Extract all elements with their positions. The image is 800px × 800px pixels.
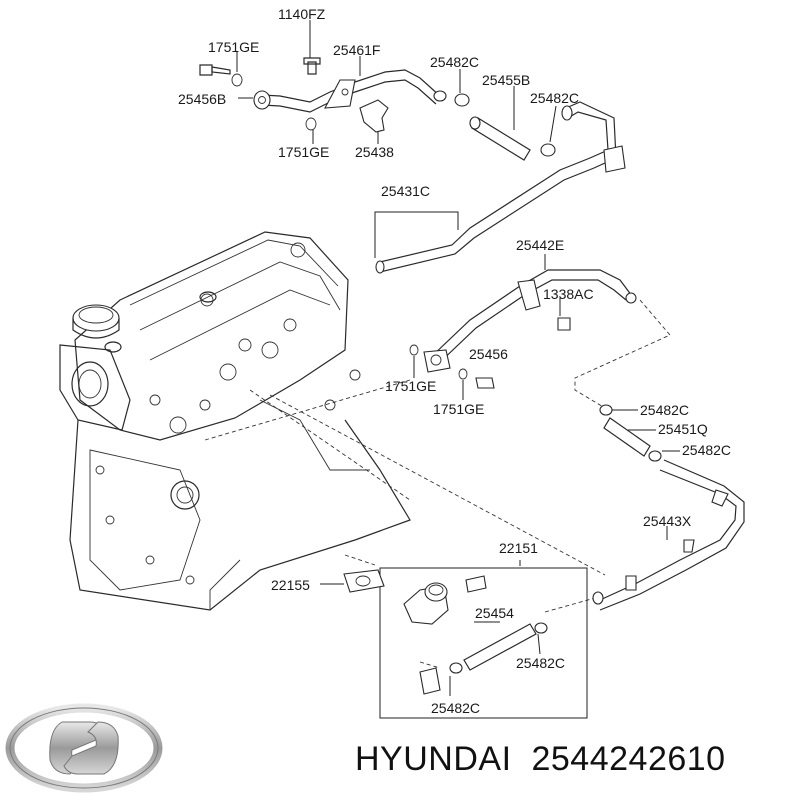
leader-lines [236, 20, 680, 696]
callout-25482c: 25482C [430, 54, 479, 70]
pipe-25431c-drawing [375, 101, 626, 274]
callout-25442e: 25442E [516, 237, 564, 253]
callout-1751ge: 1751GE [278, 144, 329, 160]
callout-1338ac: 1338AC [543, 286, 594, 302]
callout-25443x: 25443X [643, 513, 692, 529]
callout-25482c: 25482C [516, 655, 565, 671]
callout-25454: 25454 [475, 605, 514, 621]
pipe-25461f-drawing [199, 57, 470, 133]
callout-1751ge: 1751GE [385, 378, 436, 394]
callout-25456b: 25456B [178, 91, 226, 107]
callout-1140fz: 1140FZ [278, 6, 326, 22]
callout-labels: 1140FZ 1751GE 25461F 25456B 25482C 25455… [178, 6, 731, 716]
callout-25482c: 25482C [431, 700, 480, 716]
guide-lines [204, 299, 671, 669]
hose-25451q-drawing [599, 404, 662, 462]
footer-caption: HYUNDAI 2544242610 [355, 740, 726, 779]
hose-25455b-drawing [469, 116, 556, 161]
engine-block-drawing [59, 231, 411, 611]
callout-1751ge: 1751GE [208, 39, 259, 55]
gasket-22155-drawing [343, 569, 385, 593]
callout-25438: 25438 [355, 144, 394, 160]
callout-25482c: 25482C [530, 90, 579, 106]
hyundai-logo-icon [5, 703, 163, 793]
callout-1751ge: 1751GE [433, 401, 484, 417]
callout-22155: 22155 [271, 577, 310, 593]
callout-25431c: 25431C [381, 183, 430, 199]
callout-25451q: 25451Q [658, 421, 708, 437]
part-number: 2544242610 [531, 740, 726, 778]
brand-name: HYUNDAI [355, 740, 512, 778]
callout-22151: 22151 [499, 540, 538, 556]
callout-25482c: 25482C [640, 402, 689, 418]
callout-25482c: 25482C [682, 442, 731, 458]
pipe-25442e-drawing [409, 269, 637, 389]
pipe-25443x-drawing [592, 459, 745, 611]
callout-25455b: 25455B [482, 72, 530, 88]
box-22151 [379, 567, 588, 719]
callout-25461f: 25461F [333, 42, 380, 58]
callout-25456: 25456 [469, 346, 508, 362]
